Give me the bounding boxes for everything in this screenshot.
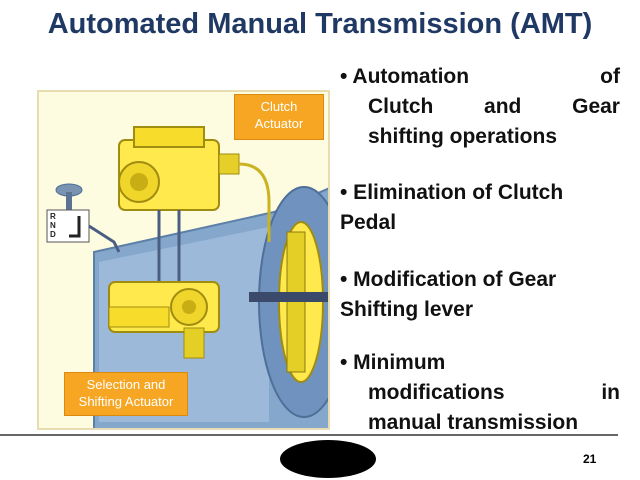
slide-title: Automated Manual Transmission (AMT) <box>47 8 593 40</box>
bullet-line: Clutch and Gear <box>340 92 620 122</box>
bullet-line: • Minimum <box>340 348 620 378</box>
bullet-word: Gear <box>572 95 620 118</box>
amt-diagram: Clutch Actuator Selection and Shifting A… <box>37 90 330 430</box>
shift-letter-r: R <box>50 212 56 221</box>
bullet-item: • Modification of Gear Shifting lever <box>340 265 620 325</box>
selection-label-line2: Shifting Actuator <box>78 394 174 409</box>
selection-shifting-actuator-label: Selection and Shifting Actuator <box>64 372 188 416</box>
bullet-word: • Automation <box>340 65 470 88</box>
bullet-word: • Elimination of Clutch <box>340 181 564 204</box>
bullet-line: • Elimination of Clutch <box>340 178 620 208</box>
bullet-item: • Elimination of Clutch Pedal <box>340 178 620 238</box>
shift-letter-n: N <box>50 221 56 230</box>
page-number: 21 <box>583 452 597 466</box>
selection-label-line1: Selection and <box>86 377 166 392</box>
bullet-line: shifting operations <box>340 122 620 152</box>
bullet-word: Shifting lever <box>340 298 474 321</box>
bullet-line: • Modification of Gear <box>340 265 620 295</box>
bullet-word: Pedal <box>340 211 397 234</box>
bullet-line: Pedal <box>340 208 620 238</box>
bullet-line: manual transmission <box>340 408 620 438</box>
bullet-word: • Modification of Gear <box>340 268 557 291</box>
bullet-word: shifting operations <box>368 125 557 148</box>
bullet-line: • Automation of <box>340 62 620 92</box>
footer-divider <box>0 434 618 436</box>
redaction-blob <box>280 440 376 478</box>
bullet-word: manual transmission <box>368 411 579 434</box>
bullet-line: Shifting lever <box>340 295 620 325</box>
bullet-word: of <box>600 65 620 88</box>
clutch-label-line2: Actuator <box>254 116 304 131</box>
clutch-actuator-label: Clutch Actuator <box>234 94 324 140</box>
bullet-word: • Minimum <box>340 351 446 374</box>
clutch-label-line1: Clutch <box>260 99 298 114</box>
shift-letter-d: D <box>50 230 56 239</box>
bullet-word: and <box>484 95 522 118</box>
bullet-word: in <box>601 381 620 404</box>
bullet-word: Clutch <box>368 95 434 118</box>
bullet-item: • Automation of Clutch and Gear shifting… <box>340 62 620 152</box>
bullet-line: modifications in <box>340 378 620 408</box>
bullet-item: • Minimum modifications in manual transm… <box>340 348 620 438</box>
bullet-word: modifications <box>368 381 505 404</box>
transmission-illustration <box>46 126 328 428</box>
